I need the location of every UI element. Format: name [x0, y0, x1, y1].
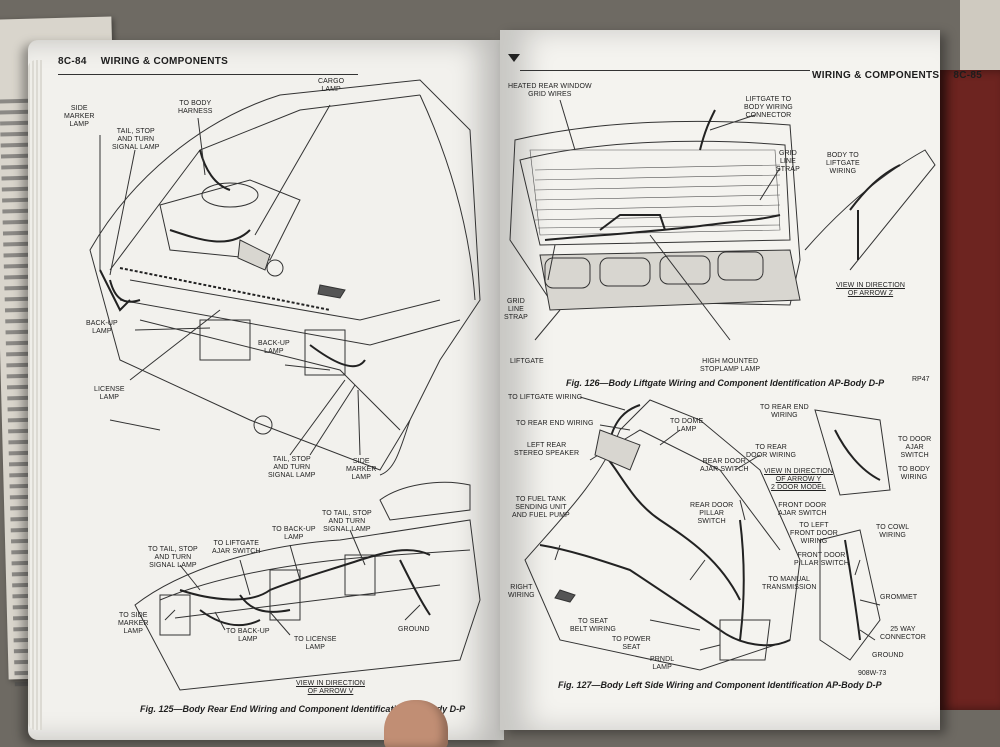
- label-prndl-lamp: PRNDL LAMP: [650, 656, 675, 671]
- label-to-rear-end-wiring-left: TO REAR END WIRING: [516, 420, 594, 427]
- thumb: [384, 700, 448, 747]
- red-book-cover: [940, 70, 1000, 710]
- label-to-body-wiring: TO BODY WIRING: [898, 466, 931, 481]
- label-ground-right: GROUND: [872, 652, 904, 659]
- fig125-inset-drawing: [134, 481, 481, 691]
- left-page-edges: [28, 60, 42, 730]
- label-to-rear-end-wiring-right: TO REAR END WIRING: [760, 404, 809, 419]
- fig127-left-side-drawing: [524, 396, 891, 671]
- label-view-arrow-y: VIEW IN DIRECTION OF ARROW Y 2 DOOR MODE…: [764, 468, 833, 491]
- label-to-seat-belt: TO SEAT BELT WIRING: [570, 618, 616, 633]
- left-page-number: 8C-84: [58, 56, 87, 67]
- label-inset-back-up-top: TO BACK-UP LAMP: [272, 526, 316, 541]
- label-liftgate-to-body: LIFTGATE TO BODY WIRING CONNECTOR: [744, 96, 793, 119]
- triangle-marker-icon: [508, 54, 520, 62]
- right-page: [500, 30, 940, 730]
- label-rear-door-ajar: REAR DOOR AJAR SWITCH: [700, 458, 749, 473]
- left-section-title: WIRING & COMPONENTS: [100, 56, 229, 67]
- label-inset-tail-stop-turn-left: TO TAIL, STOP AND TURN SIGNAL LAMP: [148, 546, 198, 569]
- fig126-code: RP47: [912, 376, 930, 383]
- label-front-door-pillar: FRONT DOOR PILLAR SWITCH: [794, 552, 849, 567]
- label-right-wiring: RIGHT WIRING: [508, 584, 535, 599]
- right-page-header: WIRING & COMPONENTS 8C-85: [812, 70, 982, 81]
- label-liftgate: LIFTGATE: [510, 358, 544, 365]
- right-section-title: WIRING & COMPONENTS: [812, 70, 940, 81]
- label-to-door-ajar: TO DOOR AJAR SWITCH: [898, 436, 932, 459]
- fig127-caption: Fig. 127—Body Left Side Wiring and Compo…: [558, 680, 882, 690]
- fig125-caption: Fig. 125—Body Rear End Wiring and Compon…: [140, 704, 466, 714]
- label-inset-tail-stop-turn-right: TO TAIL, STOP AND TURN SIGNAL LAMP: [322, 510, 372, 533]
- label-inset-ground: GROUND: [398, 626, 430, 633]
- label-side-marker-lamp: SIDE MARKER LAMP: [64, 105, 95, 128]
- label-tail-stop-turn-bottom: TAIL, STOP AND TURN SIGNAL LAMP: [268, 456, 316, 479]
- label-license-lamp: LICENSE LAMP: [94, 386, 125, 401]
- label-rear-door-pillar: REAR DOOR PILLAR SWITCH: [690, 502, 734, 525]
- label-to-cowl-wiring: TO COWL WIRING: [876, 524, 910, 539]
- label-inset-back-up-bottom: TO BACK-UP LAMP: [226, 628, 270, 643]
- label-grid-line-strap-right: GRID LINE STRAP: [776, 150, 800, 173]
- label-to-dome-lamp: TO DOME LAMP: [670, 418, 704, 433]
- right-page-number: 8C-85: [953, 70, 983, 81]
- label-25-way-connector: 25 WAY CONNECTOR: [880, 626, 926, 641]
- label-heated-rear-window: HEATED REAR WINDOW GRID WIRES: [508, 83, 592, 98]
- label-cargo-lamp: CARGO LAMP: [318, 78, 345, 93]
- fig127-code: 908W-73: [858, 670, 887, 677]
- label-back-up-lamp-center: BACK-UP LAMP: [258, 340, 290, 355]
- label-grid-line-strap-left: GRID LINE STRAP: [504, 298, 528, 321]
- label-side-marker-lamp-right: SIDE MARKER LAMP: [346, 458, 377, 481]
- label-to-body-harness: TO BODY HARNESS: [178, 100, 213, 115]
- label-inset-liftgate-ajar: TO LIFTGATE AJAR SWITCH: [212, 540, 261, 555]
- label-to-left-front-door: TO LEFT FRONT DOOR WIRING: [790, 522, 838, 545]
- fig125-car-rear-drawing: [89, 79, 481, 476]
- label-to-rear-door-wiring: TO REAR DOOR WIRING: [746, 444, 797, 459]
- label-tail-stop-turn-top: TAIL, STOP AND TURN SIGNAL LAMP: [112, 128, 160, 151]
- label-body-to-liftgate: BODY TO LIFTGATE WIRING: [826, 152, 860, 175]
- fig126-liftgate-drawing: [509, 99, 936, 341]
- label-to-fuel-tank: TO FUEL TANK SENDING UNIT AND FUEL PUMP: [512, 496, 570, 519]
- label-to-manual-transmission: TO MANUAL TRANSMISSION: [762, 576, 817, 591]
- label-inset-license-lamp: TO LICENSE LAMP: [294, 636, 337, 651]
- label-high-mounted-stoplamp: HIGH MOUNTED STOPLAMP LAMP: [700, 358, 761, 373]
- right-header-rule: [520, 70, 810, 71]
- label-grommet: GROMMET: [880, 594, 918, 601]
- label-view-arrow-z: VIEW IN DIRECTION OF ARROW Z: [836, 282, 905, 297]
- left-page-header: 8C-84 WIRING & COMPONENTS: [58, 56, 358, 75]
- label-back-up-lamp-left: BACK-UP LAMP: [86, 320, 118, 335]
- label-inset-side-marker: TO SIDE MARKER LAMP: [118, 612, 149, 635]
- label-front-door-ajar: FRONT DOOR AJAR SWITCH: [778, 502, 827, 517]
- label-left-rear-stereo: LEFT REAR STEREO SPEAKER: [514, 442, 580, 457]
- label-to-liftgate-wiring: TO LIFTGATE WIRING: [508, 394, 583, 401]
- label-view-arrow-v: VIEW IN DIRECTION OF ARROW V: [296, 680, 365, 695]
- fig126-caption: Fig. 126—Body Liftgate Wiring and Compon…: [566, 378, 885, 388]
- label-to-power-seat: TO POWER SEAT: [612, 636, 651, 651]
